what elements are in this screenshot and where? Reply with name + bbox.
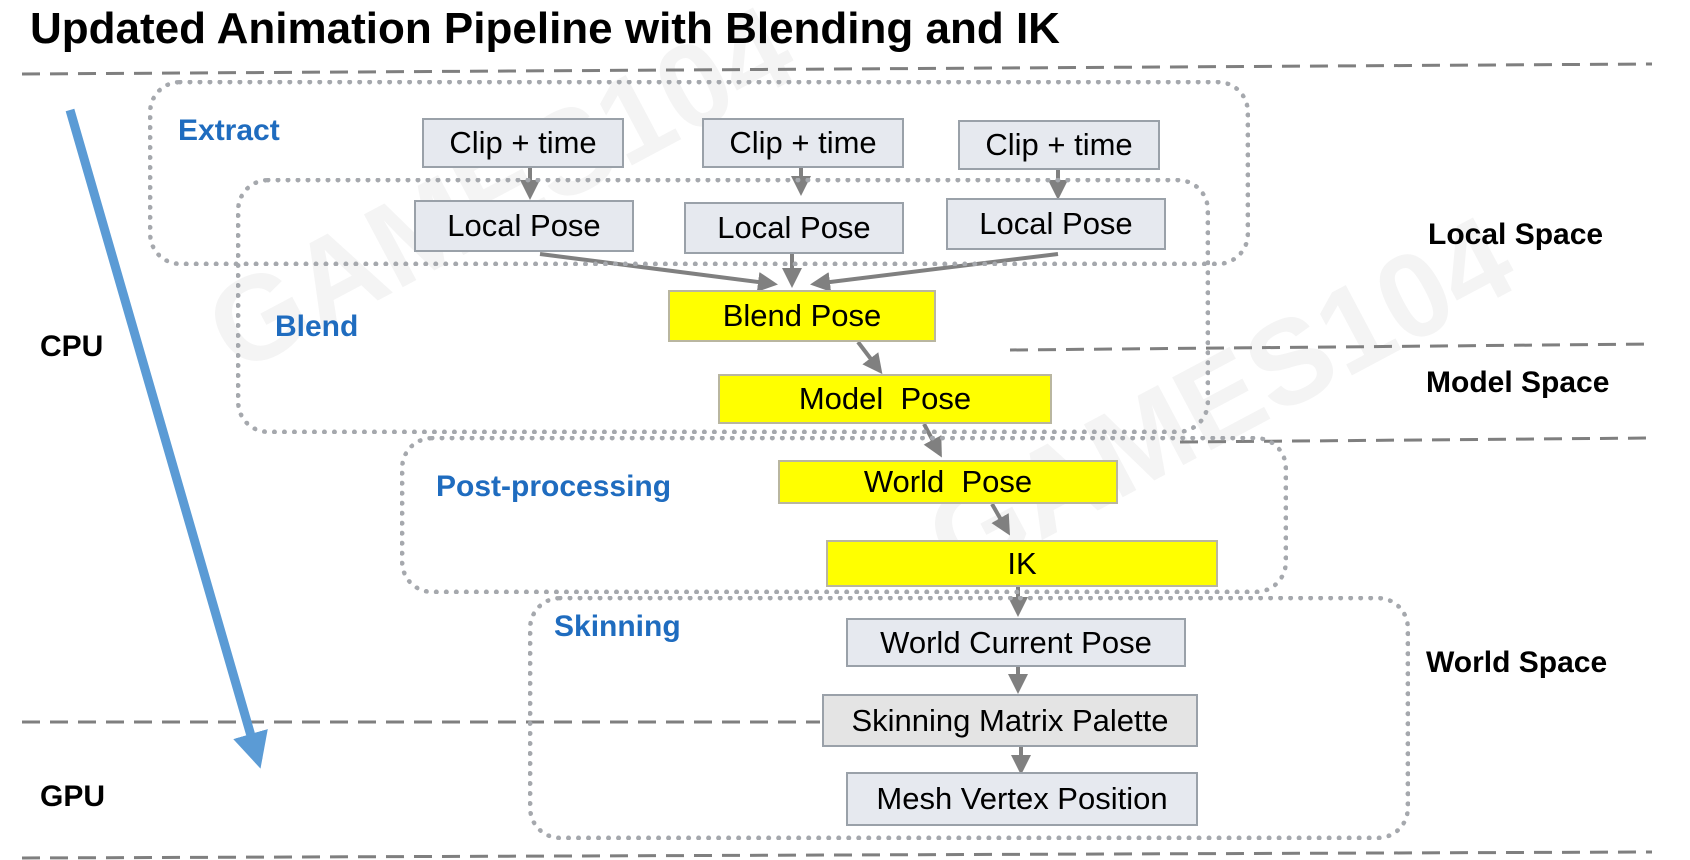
local-pose-node-2: Local Pose <box>684 202 904 254</box>
skinning-region <box>528 596 1410 840</box>
flow-arrows <box>520 168 1068 775</box>
post-processing-region <box>400 436 1288 594</box>
gpu-label: GPU <box>40 780 106 813</box>
local-space-label: Local Space <box>1428 218 1604 251</box>
arrow-blend-model <box>856 340 883 375</box>
cpu-label: CPU <box>40 330 104 363</box>
blend-region <box>236 178 1210 434</box>
stage-label-blend: Blend <box>275 310 359 343</box>
local-pose-node-1: Local Pose <box>414 200 634 252</box>
separator-local-model <box>1009 342 1653 352</box>
model-space-label: Model Space <box>1426 366 1610 399</box>
blend-pose-node: Blend Pose <box>668 290 936 342</box>
extract-region <box>148 80 1250 266</box>
arrow-local3-blend <box>810 252 1059 292</box>
cpu-gpu-arrow <box>65 108 268 769</box>
world-current-pose-node: World Current Pose <box>846 618 1186 667</box>
model-pose-node: Model Pose <box>718 374 1052 424</box>
world-space-label: World Space <box>1426 646 1608 679</box>
page-title: Updated Animation Pipeline with Blending… <box>30 4 1060 53</box>
separator-top <box>21 62 1653 76</box>
arrow-local1-blend <box>539 252 778 292</box>
clip-time-node-1: Clip + time <box>422 118 624 168</box>
stage-label-post-processing: Post-processing <box>436 470 672 503</box>
mesh-vertex-position-node: Mesh Vertex Position <box>846 772 1198 826</box>
stage-label-extract: Extract <box>178 114 280 147</box>
separator-model-world <box>1179 436 1653 444</box>
skinning-matrix-palette-node: Skinning Matrix Palette <box>822 694 1198 747</box>
world-pose-node: World Pose <box>778 460 1118 504</box>
clip-time-node-2: Clip + time <box>702 118 904 168</box>
ik-node: IK <box>826 540 1218 587</box>
clip-time-node-3: Clip + time <box>958 120 1160 170</box>
space-separators <box>21 62 1653 860</box>
separator-bottom <box>21 850 1653 860</box>
stage-label-skinning: Skinning <box>554 610 681 643</box>
local-pose-node-3: Local Pose <box>946 198 1166 250</box>
arrow-world-ik <box>990 503 1010 536</box>
